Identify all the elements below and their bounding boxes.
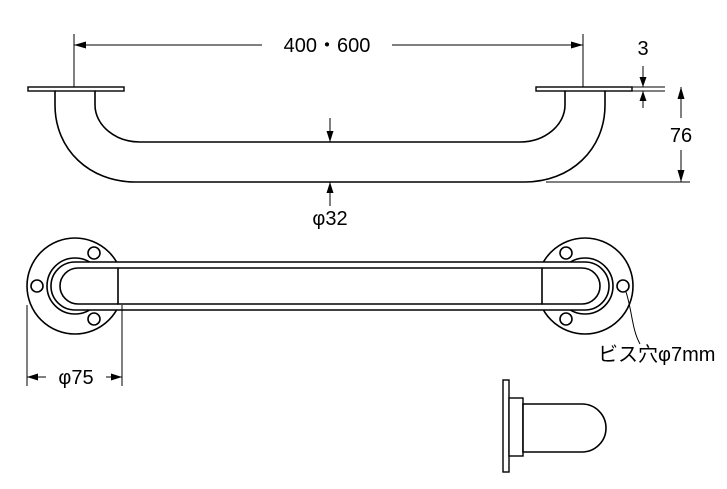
left-screw-hole-2 [30, 279, 44, 293]
right-mounting-plate [535, 86, 633, 92]
front-bar-outer [50, 261, 610, 311]
height-arrow-bottom [677, 170, 685, 182]
right-screw-hole-3 [559, 312, 573, 326]
end-view-bar [522, 403, 607, 453]
height-arrow-top [677, 87, 685, 99]
end-view-boss [508, 397, 524, 457]
front-bar-inner [59, 267, 601, 305]
flange-arrow-right [111, 373, 122, 381]
height-label: 76 [670, 125, 692, 147]
thickness-arrow-top [639, 77, 647, 87]
right-screw-hole-2 [616, 279, 630, 293]
flange-diameter-label: φ75 [58, 367, 93, 389]
front-view: ビス穴φ7mm φ75 [26, 237, 715, 389]
diameter-arrow-bottom [326, 182, 334, 193]
left-mounting-plate [27, 86, 125, 92]
right-screw-hole-1 [559, 246, 573, 260]
diameter-arrow-top [326, 131, 334, 142]
thickness-arrow-bottom [639, 91, 647, 101]
thickness-label: 3 [637, 38, 648, 60]
length-arrow-right [571, 41, 583, 49]
bar-diameter-label: φ32 [312, 208, 347, 230]
side-view: 400・600 3 76 φ32 [27, 34, 692, 230]
flange-arrow-left [27, 373, 38, 381]
end-view-detail [502, 379, 607, 473]
left-screw-hole-1 [87, 246, 101, 260]
length-label: 400・600 [284, 35, 371, 57]
screw-hole-leader [625, 291, 641, 345]
end-view-plate [502, 379, 510, 473]
screw-hole-label: ビス穴φ7mm [598, 343, 715, 366]
length-arrow-left [74, 41, 86, 49]
left-screw-hole-3 [87, 312, 101, 326]
